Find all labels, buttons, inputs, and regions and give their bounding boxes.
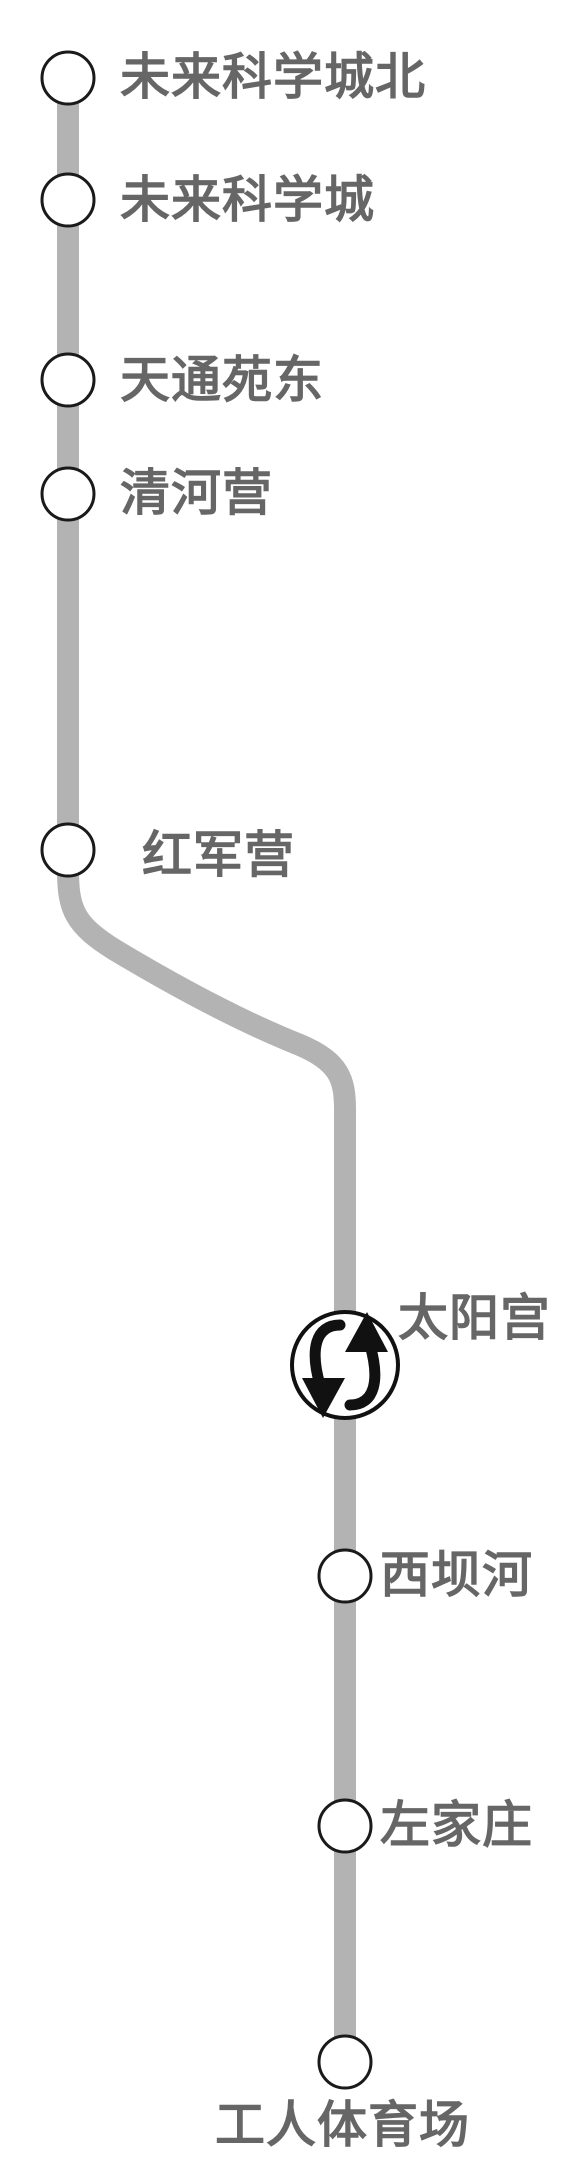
station-marker-1[interactable]	[40, 50, 96, 106]
station-label-1: 未来科学城北	[120, 48, 426, 106]
station-label-4: 清河营	[120, 464, 273, 522]
station-label-8: 左家庄	[380, 1796, 533, 1854]
station-label-7: 西坝河	[380, 1546, 533, 1604]
station-marker-4[interactable]	[40, 466, 96, 522]
station-marker-5[interactable]	[40, 822, 96, 878]
station-marker-8[interactable]	[317, 1798, 373, 1854]
route-line	[57, 67, 356, 2073]
station-marker-2[interactable]	[40, 172, 96, 228]
station-marker-3[interactable]	[40, 352, 96, 408]
station-label-3: 天通苑东	[120, 351, 324, 409]
transfer-station-marker[interactable]	[290, 1310, 400, 1420]
station-marker-7[interactable]	[317, 1548, 373, 1604]
station-label-2: 未来科学城	[120, 171, 375, 229]
station-label-9: 工人体育场	[215, 2096, 470, 2154]
transfer-arrows-icon	[302, 1312, 388, 1418]
station-label-5: 红军营	[142, 826, 295, 884]
station-marker-9[interactable]	[317, 2034, 373, 2090]
station-label-6: 太阳宫	[398, 1289, 551, 1347]
